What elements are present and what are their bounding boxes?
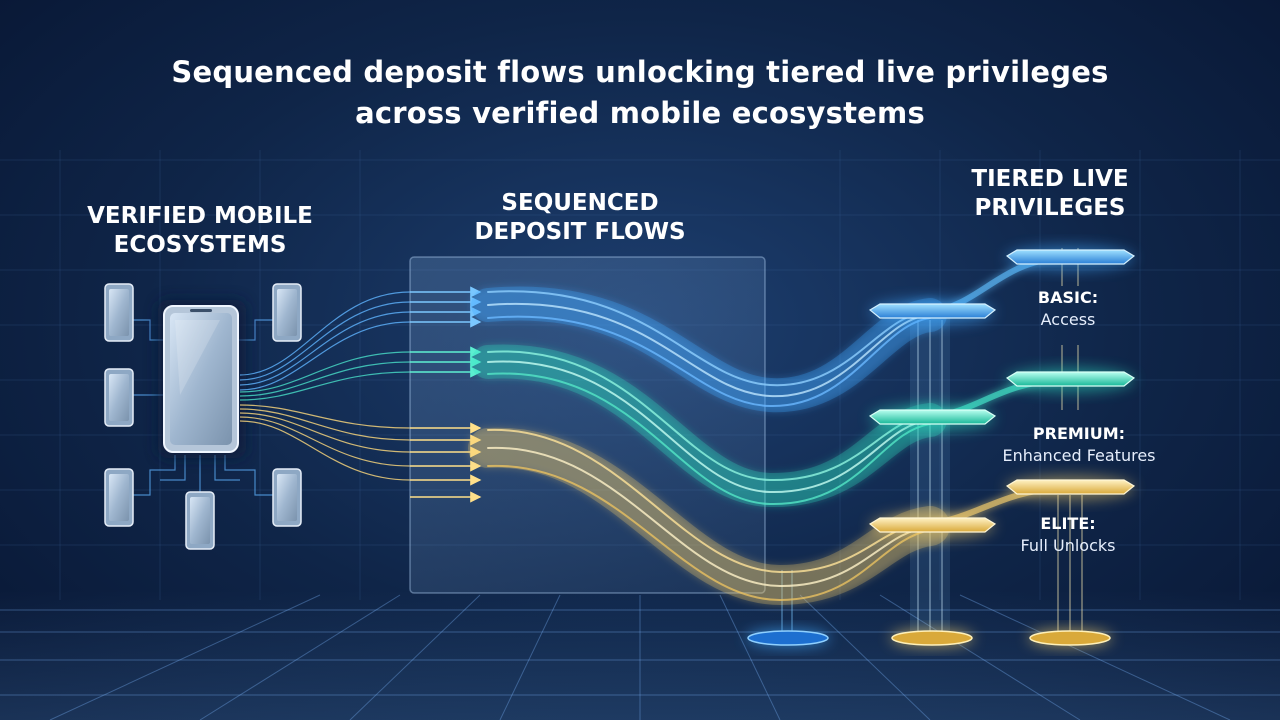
- side-phone: [272, 468, 302, 527]
- base-platforms: [746, 629, 1112, 647]
- tier-platforms: [868, 246, 1136, 539]
- phone-connectors: [133, 319, 273, 496]
- tier-label-premium: PREMIUM: Enhanced Features: [969, 423, 1189, 467]
- side-phone: [185, 491, 215, 550]
- section-label-line: TIERED LIVE: [971, 166, 1129, 192]
- tier-description: Full Unlocks: [1020, 536, 1116, 555]
- side-phone: [104, 368, 134, 427]
- section-label-line: PRIVILEGES: [974, 195, 1126, 221]
- perspective-floor: [0, 590, 1280, 720]
- section-label-tiered-privileges: TIERED LIVE PRIVILEGES: [930, 165, 1170, 223]
- tier-label-elite: ELITE: Full Unlocks: [958, 513, 1178, 557]
- title-line-1: Sequenced deposit flows unlocking tiered…: [171, 55, 1109, 89]
- tier-description: Access: [1040, 310, 1096, 329]
- section-label-deposit-flows: SEQUENCED DEPOSIT FLOWS: [440, 189, 720, 247]
- section-label-mobile-ecosystems: VERIFIED MOBILE ECOSYSTEMS: [60, 202, 340, 260]
- section-label-line: VERIFIED MOBILE: [87, 203, 313, 229]
- tier-description: Enhanced Features: [1002, 446, 1156, 465]
- phone-to-panel-lines: [239, 291, 411, 481]
- central-phone: [158, 300, 246, 458]
- tier-label-basic: BASIC: Access: [958, 287, 1178, 331]
- tier-name: ELITE:: [1040, 514, 1096, 533]
- title-line-2: across verified mobile ecosystems: [355, 96, 925, 130]
- side-phone: [104, 468, 134, 527]
- section-label-line: DEPOSIT FLOWS: [474, 219, 686, 245]
- deposit-streams: [468, 255, 1063, 606]
- tier-name: PREMIUM:: [1032, 424, 1126, 443]
- side-phone: [272, 283, 302, 342]
- page-title: Sequenced deposit flows unlocking tiered…: [0, 52, 1280, 134]
- side-phone: [104, 283, 134, 342]
- section-label-line: ECOSYSTEMS: [113, 232, 287, 258]
- flow-arrows: [410, 286, 482, 503]
- section-label-line: SEQUENCED: [501, 190, 659, 216]
- tier-name: BASIC:: [1037, 288, 1099, 307]
